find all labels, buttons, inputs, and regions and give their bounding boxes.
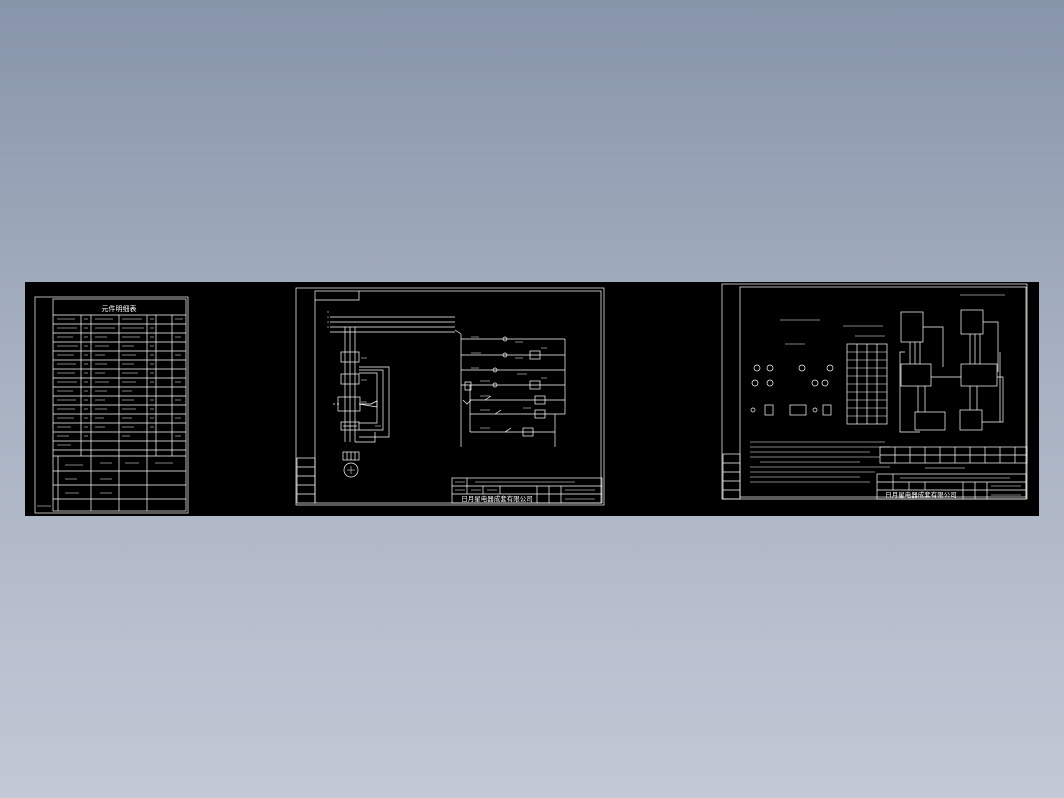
bill-of-materials-sheet[interactable]: 元件明细表 — [34, 296, 189, 514]
bom-table-rows — [53, 323, 186, 500]
layout-headings — [780, 294, 1005, 345]
sheet-border — [721, 283, 1028, 500]
side-title-block — [296, 457, 316, 504]
bom-cell-text — [37, 318, 183, 507]
motor-symbol — [342, 451, 360, 478]
bom-title: 元件明细表 — [102, 304, 137, 313]
company-name: 日月星电器成套有限公司 — [885, 490, 957, 499]
panel-wiring — [899, 309, 1004, 433]
motor-main-circuit — [333, 327, 390, 443]
control-circuit-schematic-sheet[interactable]: 日月星电器成套有限公司 — [295, 287, 605, 506]
connection-table — [879, 446, 1028, 469]
title-block — [451, 477, 603, 504]
power-bus — [327, 311, 455, 333]
terminal-table — [846, 343, 888, 425]
control-ladder — [454, 329, 566, 447]
frame-border — [739, 286, 1027, 498]
wiring-layout-sheet[interactable]: 日月星电器成套有限公司 — [721, 283, 1028, 500]
title-block — [876, 473, 1027, 500]
ladder-labels — [361, 336, 547, 429]
component-icons — [750, 364, 834, 416]
sheet-border — [34, 296, 189, 514]
cad-drawing-viewport[interactable]: 元件明细表 — [25, 282, 1039, 516]
company-name: 日月星电器成套有限公司 — [461, 494, 533, 503]
side-title-block — [722, 453, 741, 500]
notes-text — [750, 441, 890, 483]
corner-tab — [315, 291, 360, 301]
sheet-border — [295, 287, 605, 506]
bom-table-columns — [57, 315, 173, 511]
